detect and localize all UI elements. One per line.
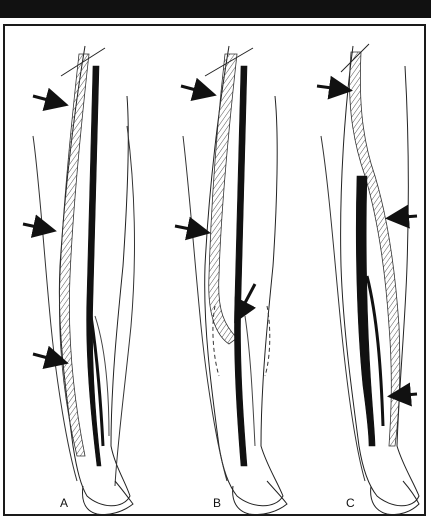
leg-b-arrow-1	[181, 86, 211, 94]
panel-label-b: B	[213, 496, 221, 510]
leg-a-inner-skin	[115, 126, 134, 486]
leg-b-deep-vein	[234, 66, 247, 466]
panel-label-a: A	[60, 496, 68, 510]
leg-c-arrow-1	[317, 86, 347, 90]
panel-label-c: C	[346, 496, 355, 510]
leg-illustrations	[5, 26, 424, 514]
leg-c-foot	[371, 481, 419, 514]
leg-b-saphenous-vein	[209, 54, 237, 344]
leg-a-arrow-1	[33, 96, 63, 104]
leg-a-saphenous-vein	[59, 54, 89, 456]
leg-c-deep-vein	[356, 176, 375, 446]
leg-a-foot	[83, 481, 133, 514]
leg-c	[317, 44, 419, 514]
header-bar	[0, 0, 431, 18]
leg-c-arrow-3	[393, 394, 417, 396]
leg-a-arrow-3	[33, 354, 63, 362]
leg-b	[175, 46, 287, 514]
leg-a	[23, 46, 134, 514]
header-gap	[0, 18, 431, 22]
leg-a-arrow-2	[23, 224, 51, 230]
leg-a-deep-vein	[87, 66, 101, 466]
leg-c-arrow-2	[391, 216, 417, 218]
leg-b-arrow-2	[175, 226, 205, 232]
